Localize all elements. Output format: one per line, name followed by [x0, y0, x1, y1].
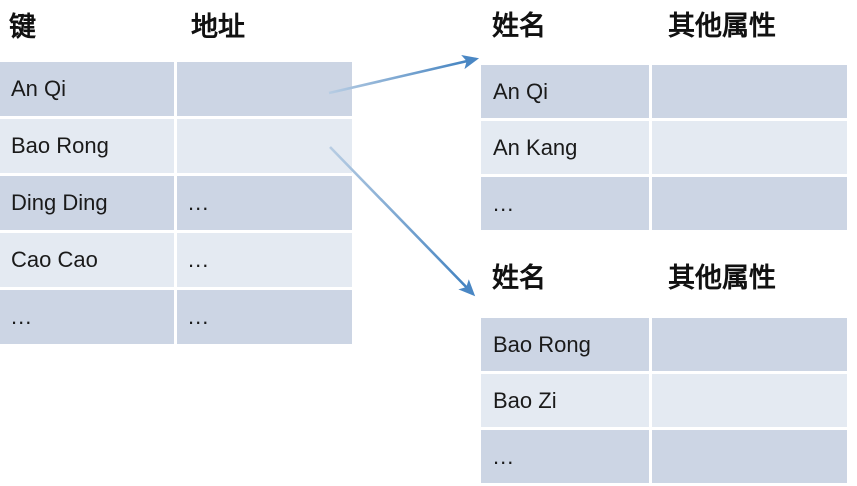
- index-address-cell[interactable]: ...: [177, 233, 352, 287]
- bucket-name-cell[interactable]: An Qi: [481, 65, 649, 118]
- index-table-header: 键 地址: [0, 0, 352, 50]
- table-row[interactable]: ...: [481, 177, 847, 230]
- bucket-name-cell[interactable]: ...: [481, 177, 649, 230]
- index-key-cell[interactable]: ...: [0, 290, 174, 344]
- index-address-cell[interactable]: ...: [177, 290, 352, 344]
- index-key-cell[interactable]: Cao Cao: [0, 233, 174, 287]
- bucket-name-text: ...: [493, 190, 515, 216]
- bucket-table-2-header-name: 姓名: [492, 263, 546, 294]
- index-table: 键 地址 An Qi Bao Rong: [0, 0, 352, 350]
- bucket-name-cell[interactable]: Bao Zi: [481, 374, 649, 427]
- bucket-table-1-header: 姓名 其他属性: [481, 0, 847, 50]
- bucket-table-2-body: Bao Rong Bao Zi ...: [481, 318, 847, 486]
- bucket-name-cell[interactable]: An Kang: [481, 121, 649, 174]
- bucket-other-cell[interactable]: [652, 430, 847, 483]
- index-address-text: ...: [188, 304, 210, 329]
- bucket-other-cell[interactable]: [652, 65, 847, 118]
- index-key-cell[interactable]: An Qi: [0, 62, 174, 116]
- bucket-table-1-body: An Qi An Kang ...: [481, 65, 847, 233]
- index-key-cell[interactable]: Bao Rong: [0, 119, 174, 173]
- bucket-table-2: 姓名 其他属性 Bao Rong Bao Zi: [481, 252, 847, 486]
- bucket-name-text: Bao Zi: [493, 387, 557, 413]
- table-row[interactable]: Bao Rong: [0, 119, 352, 173]
- index-address-cell[interactable]: ...: [177, 176, 352, 230]
- bucket-table-1-header-name: 姓名: [492, 11, 546, 42]
- index-key-text: An Qi: [11, 76, 67, 101]
- index-table-header-address: 地址: [191, 12, 245, 43]
- index-table-body: An Qi Bao Rong Ding Ding ...: [0, 62, 352, 347]
- table-row[interactable]: Ding Ding ...: [0, 176, 352, 230]
- bucket-name-text: An Kang: [493, 134, 578, 160]
- index-address-text: ...: [188, 190, 210, 215]
- table-row[interactable]: Bao Rong: [481, 318, 847, 371]
- bucket-table-1: 姓名 其他属性 An Qi An Kang: [481, 0, 847, 232]
- table-row[interactable]: ... ...: [0, 290, 352, 344]
- index-key-text: ...: [11, 304, 33, 329]
- bucket-other-cell[interactable]: [652, 121, 847, 174]
- index-key-text: Cao Cao: [11, 247, 98, 272]
- bucket-other-cell[interactable]: [652, 374, 847, 427]
- bucket-table-2-header-other: 其他属性: [668, 263, 776, 294]
- index-address-cell[interactable]: [177, 62, 352, 116]
- index-key-text: Bao Rong: [11, 133, 109, 158]
- bucket-table-1-header-other: 其他属性: [668, 11, 776, 42]
- table-row[interactable]: Bao Zi: [481, 374, 847, 427]
- table-row[interactable]: An Qi: [0, 62, 352, 116]
- index-table-header-key: 键: [9, 12, 36, 43]
- bucket-other-cell[interactable]: [652, 318, 847, 371]
- index-key-cell[interactable]: Ding Ding: [0, 176, 174, 230]
- bucket-name-text: An Qi: [493, 78, 549, 104]
- bucket-table-2-header: 姓名 其他属性: [481, 252, 847, 302]
- index-key-text: Ding Ding: [11, 190, 108, 215]
- table-row[interactable]: ...: [481, 430, 847, 483]
- index-address-cell[interactable]: [177, 119, 352, 173]
- index-address-text: ...: [188, 247, 210, 272]
- bucket-name-text: Bao Rong: [493, 331, 591, 357]
- table-row[interactable]: Cao Cao ...: [0, 233, 352, 287]
- bucket-name-cell[interactable]: Bao Rong: [481, 318, 649, 371]
- table-row[interactable]: An Qi: [481, 65, 847, 118]
- bucket-name-cell[interactable]: ...: [481, 430, 649, 483]
- bucket-other-cell[interactable]: [652, 177, 847, 230]
- table-row[interactable]: An Kang: [481, 121, 847, 174]
- bucket-name-text: ...: [493, 443, 515, 469]
